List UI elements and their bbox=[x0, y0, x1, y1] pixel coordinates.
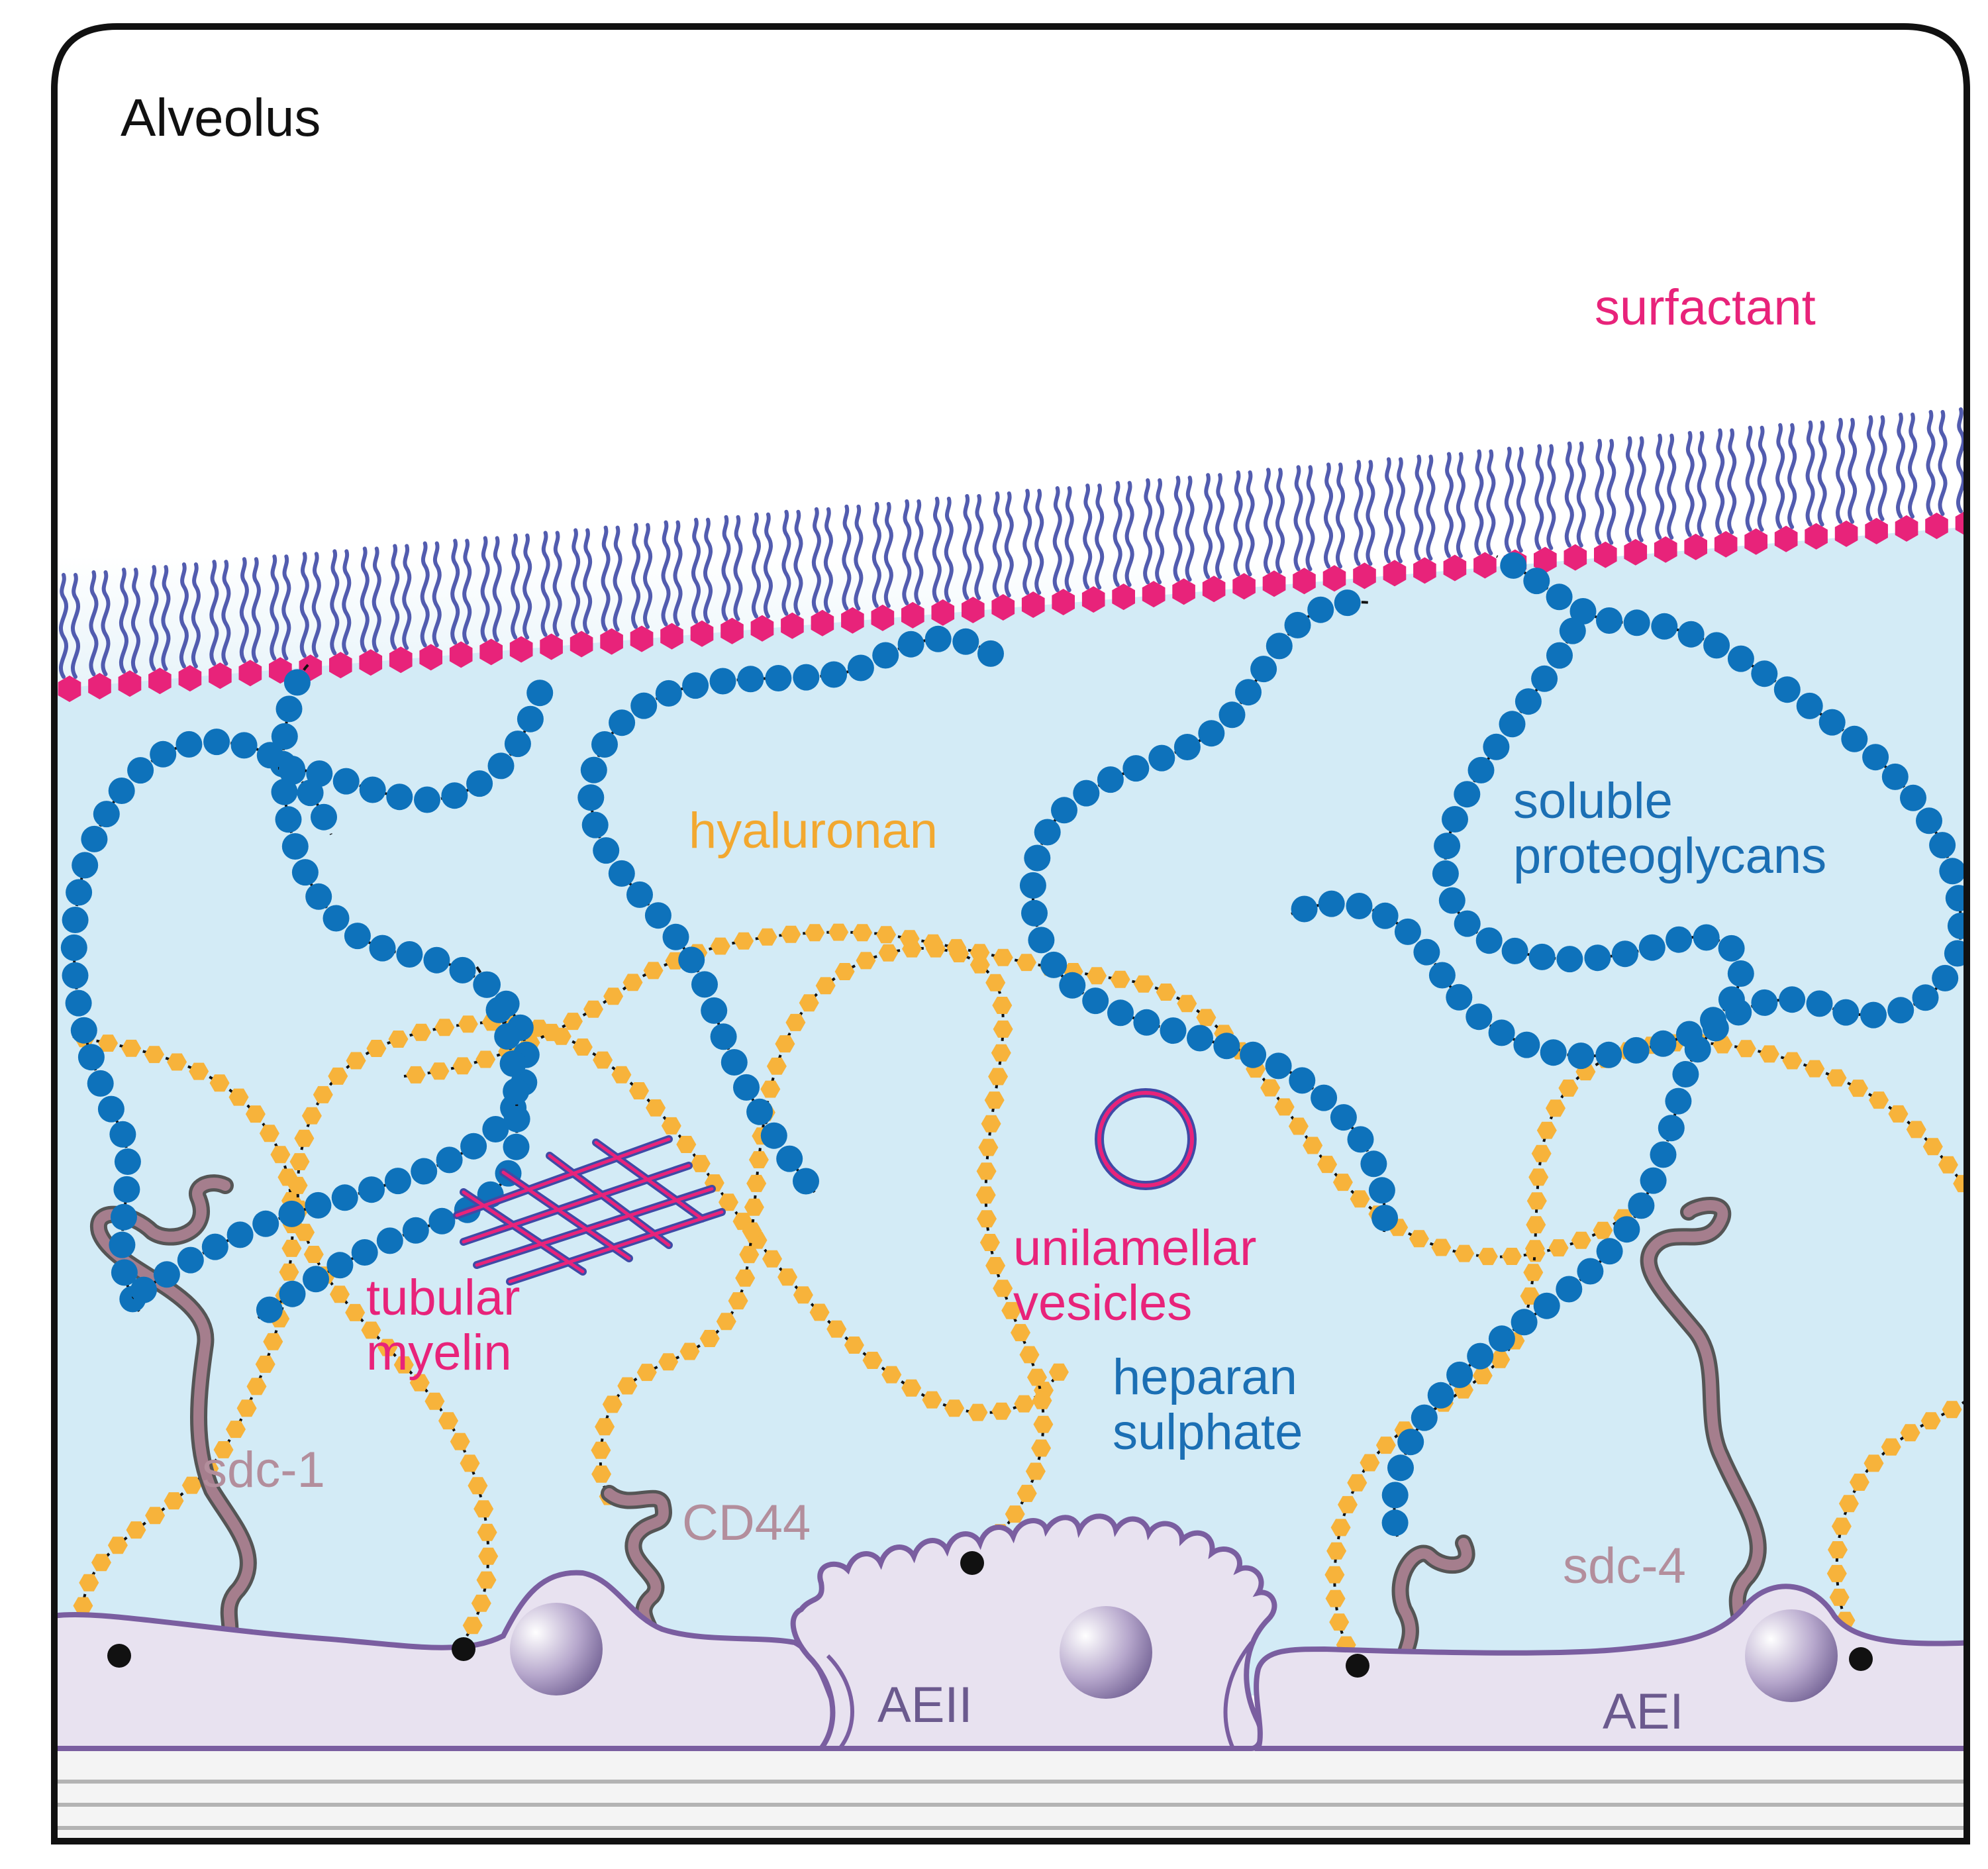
nucleus-left bbox=[510, 1603, 603, 1695]
label-hyaluronan: hyaluronan bbox=[689, 803, 938, 859]
epithelium bbox=[54, 1513, 1967, 1841]
label-heparan-sulphate-1: heparan bbox=[1113, 1349, 1297, 1405]
label-unilamellar-vesicles-1: unilamellar bbox=[1013, 1220, 1257, 1276]
label-tubular-myelin-1: tubular bbox=[366, 1270, 520, 1326]
aeii-cell bbox=[790, 1513, 1277, 1751]
frame-border bbox=[51, 23, 1970, 1844]
nucleus-right bbox=[1745, 1609, 1838, 1702]
air-interface-haze bbox=[54, 344, 1967, 729]
label-surfactant: surfactant bbox=[1595, 279, 1816, 336]
surfactant-heads bbox=[58, 510, 1967, 702]
nucleus-aeii bbox=[1060, 1606, 1152, 1699]
label-aei: AEI bbox=[1603, 1684, 1684, 1740]
label-soluble-proteoglycans-2: proteoglycans bbox=[1513, 828, 1826, 884]
label-aeii: AEII bbox=[877, 1677, 973, 1733]
label-sdc-1: sdc-1 bbox=[202, 1442, 325, 1498]
label-soluble-proteoglycans-1: soluble bbox=[1513, 773, 1673, 829]
label-cd44: CD44 bbox=[682, 1495, 811, 1551]
lining-fluid bbox=[54, 527, 1967, 1695]
label-tubular-myelin-2: myelin bbox=[366, 1325, 512, 1381]
label-unilamellar-vesicles-2: vesicles bbox=[1013, 1275, 1192, 1331]
title-alveolus: Alveolus bbox=[121, 88, 321, 147]
tubular-myelin-lattice bbox=[453, 1135, 726, 1286]
label-heparan-sulphate-2: sulphate bbox=[1113, 1404, 1303, 1460]
label-sdc-4: sdc-4 bbox=[1563, 1538, 1686, 1594]
basement-membrane bbox=[54, 1748, 1967, 1841]
surfactant-tails bbox=[58, 407, 1966, 679]
proteoglycan-chains bbox=[60, 552, 1967, 1537]
